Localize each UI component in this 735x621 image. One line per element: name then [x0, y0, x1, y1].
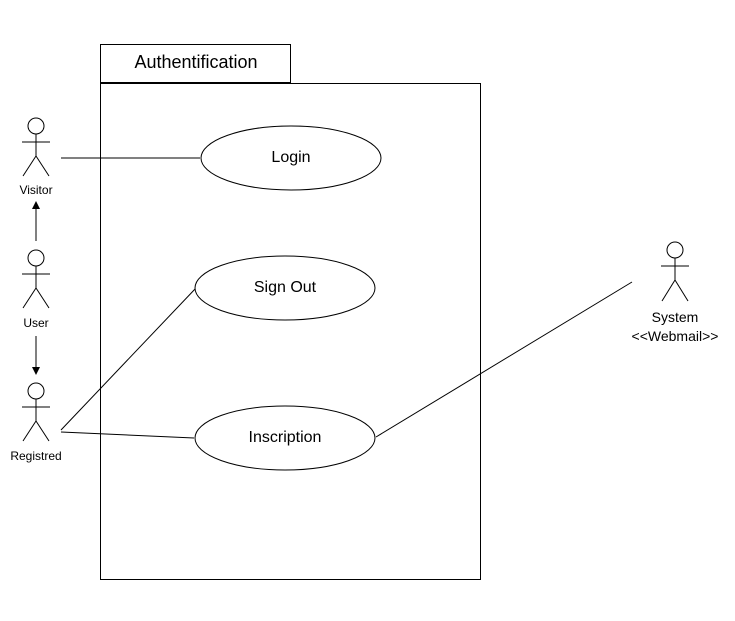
association-registred-inscription [60, 431, 195, 439]
associations [60, 157, 633, 439]
actor-system-label: System [652, 309, 699, 325]
actor-visitor: Visitor [19, 117, 53, 197]
use-case-inscription-ellipse [194, 405, 376, 471]
stick-figure-icon [22, 249, 50, 309]
use-case-login: Login [200, 125, 382, 191]
actor-registred-label: Registred [10, 449, 61, 463]
use-case-inscription-label: Inscription [249, 429, 322, 446]
actor-visitor-label: Visitor [19, 183, 52, 197]
use-case-login-ellipse [200, 125, 382, 191]
system-boundary: Authentification [100, 44, 481, 580]
package-tab [100, 44, 291, 83]
use-case-login-label: Login [271, 149, 310, 166]
actor-user-label: User [23, 316, 48, 330]
stick-figure-icon [22, 117, 50, 177]
stick-figure-icon [22, 382, 50, 442]
stick-figure-icon [661, 241, 689, 302]
actor-registred: Registred [10, 382, 62, 463]
association-registred-signout [60, 287, 197, 431]
use-case-sign-out: Sign Out [194, 255, 376, 321]
use-case-sign-out-label: Sign Out [254, 279, 317, 296]
use-case-sign-out-ellipse [194, 255, 376, 321]
actor-system: System <<Webmail>> [632, 241, 719, 344]
package-body [100, 83, 481, 580]
actor-user: User [22, 249, 50, 330]
association-inscription-system [375, 281, 633, 438]
package-title: Authentification [134, 52, 257, 72]
use-case-inscription: Inscription [194, 405, 376, 471]
actor-system-stereotype: <<Webmail>> [632, 328, 719, 344]
